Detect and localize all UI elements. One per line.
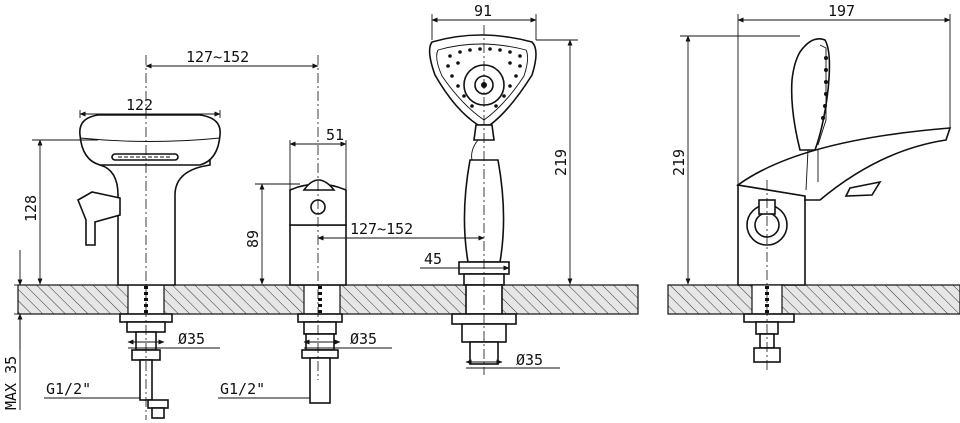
dim-spout-width: 122 — [79, 96, 221, 118]
dim-shower-height: 219 — [536, 39, 578, 285]
thread-label-1-text: G1/2" — [46, 380, 91, 398]
dim-hole-2: Ø35 — [303, 330, 392, 349]
dim-holder-width-text: 45 — [424, 250, 442, 268]
dim-valve-width: 51 — [289, 126, 347, 190]
dim-side-depth: 197 — [737, 2, 951, 185]
dim-spout-spacing: 127~152 — [145, 48, 319, 69]
dim-spout-spacing-text: 127~152 — [186, 48, 249, 66]
dim-deck-max: MAX 35 — [2, 250, 30, 410]
dim-side-height-text: 219 — [670, 149, 688, 176]
dim-side-height: 219 — [670, 35, 800, 285]
dim-spout-height-text: 128 — [22, 195, 40, 222]
dim-spout-width-text: 122 — [126, 96, 153, 114]
spout-body — [76, 114, 221, 419]
dim-holder-width: 45 — [420, 250, 510, 271]
hand-shower — [428, 34, 537, 365]
dim-valve-spacing-text: 127~152 — [350, 220, 413, 238]
dim-shower-width-text: 91 — [474, 2, 492, 20]
dim-valve-width-text: 51 — [326, 126, 344, 144]
dim-hole-3-text: Ø35 — [516, 351, 543, 369]
dim-hole-2-text: Ø35 — [350, 330, 377, 348]
dim-valve-spacing: 127~152 — [317, 220, 485, 241]
thread-label-2: G1/2" — [218, 380, 310, 399]
dim-shower-height-text: 219 — [552, 149, 570, 176]
dim-shower-width: 91 — [431, 2, 537, 40]
thread-label-2-text: G1/2" — [220, 380, 265, 398]
dim-side-depth-text: 197 — [828, 2, 855, 20]
deck-slab-side — [667, 284, 960, 315]
dim-hole-1-text: Ø35 — [178, 330, 205, 348]
dim-valve-height-text: 89 — [244, 230, 262, 248]
dim-spout-height: 128 — [22, 139, 98, 285]
dim-deck-max-text: MAX 35 — [2, 356, 20, 410]
thread-label-1: G1/2" — [44, 380, 140, 399]
dim-valve-height: 89 — [244, 183, 300, 285]
dim-hole-3: Ø35 — [465, 351, 560, 369]
side-view-mixer — [735, 38, 952, 363]
dim-hole-1: Ø35 — [127, 330, 220, 349]
